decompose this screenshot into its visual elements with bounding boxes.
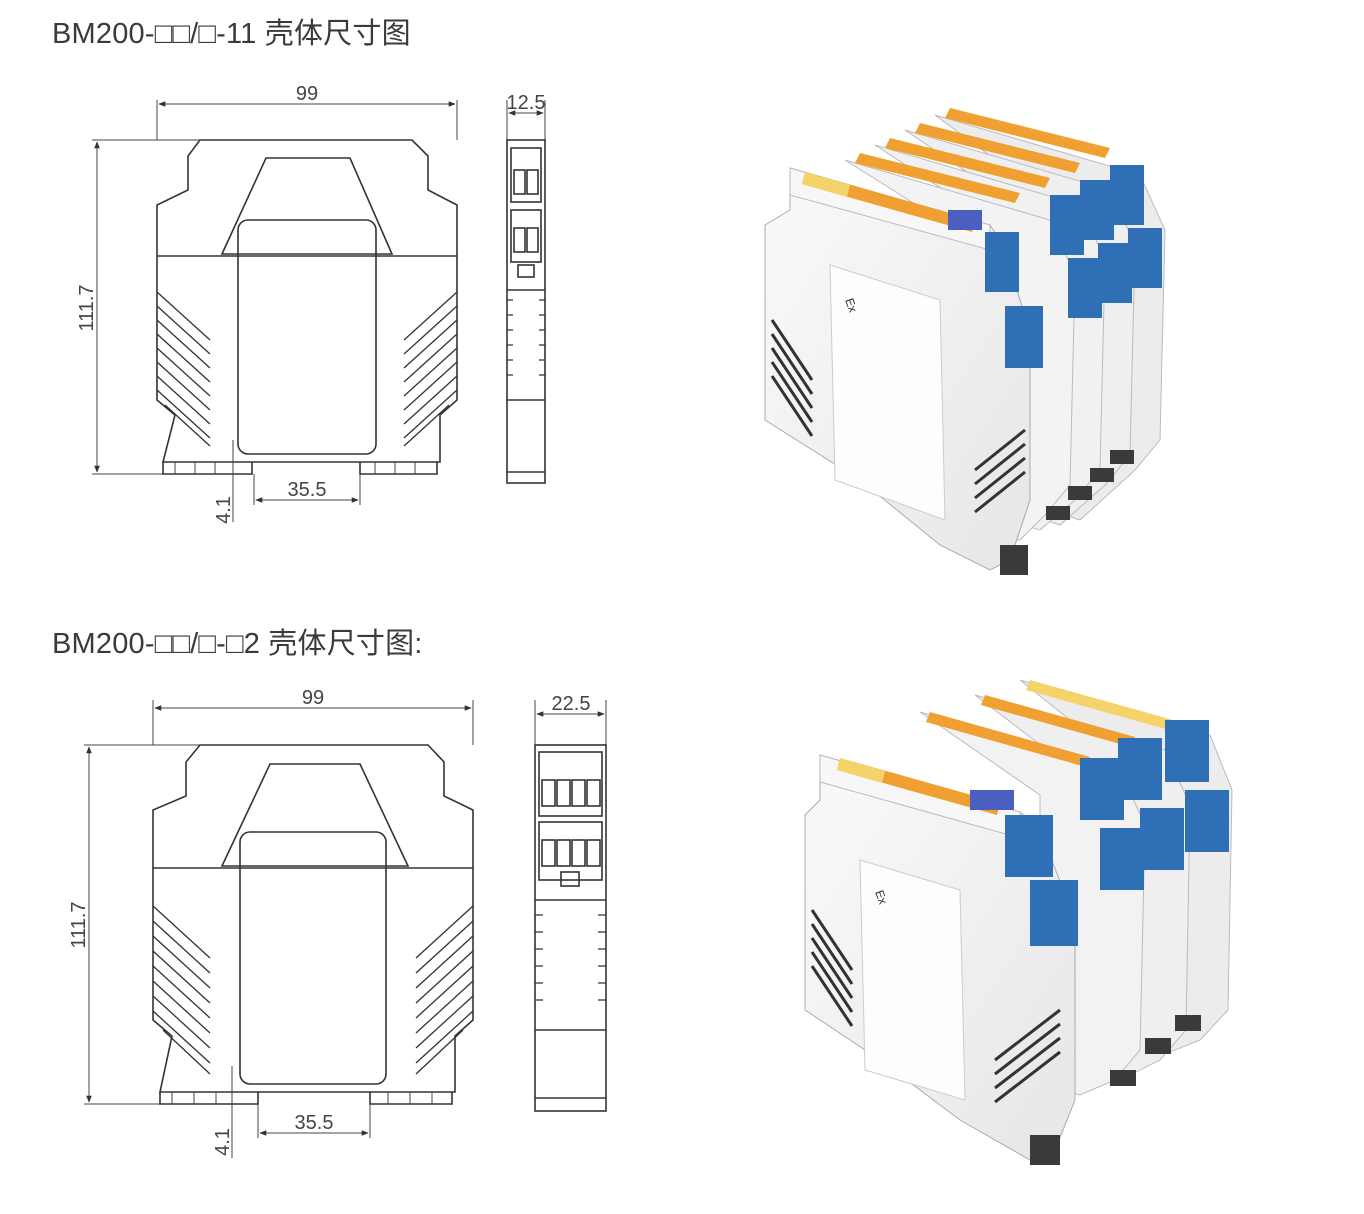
product-label-2: Ex	[872, 888, 890, 906]
dim-height-1: 111.7	[76, 284, 98, 331]
product-render-2: Ex	[804, 679, 1233, 1165]
dim-height-2: 111.7	[68, 901, 90, 948]
dim-width-2: 99	[302, 687, 324, 709]
dim-rail-2: 35.5	[295, 1112, 334, 1134]
dim-foot-1: 4.1	[213, 496, 235, 524]
section2-title: BM200-□□/□-□2 壳体尺寸图:	[52, 628, 423, 660]
module-front-1: Ex	[764, 167, 1043, 575]
dim-foot-2: 4.1	[212, 1128, 234, 1156]
dim-side-1: 12.5	[507, 92, 546, 114]
front-view-2: 99 111.7 35.5 4.1	[68, 687, 474, 1158]
module-front-2: Ex	[804, 754, 1078, 1165]
dim-width-1: 99	[296, 83, 318, 105]
dim-rail-1: 35.5	[288, 479, 327, 501]
side-view-1: 12.5	[506, 92, 546, 484]
section1-title: BM200-□□/□-11 壳体尺寸图	[52, 18, 411, 50]
product-label-1: Ex	[842, 296, 860, 314]
side-view-2: 22.5	[534, 693, 607, 1112]
front-view-1: 99 111.7 35.5 4.1	[76, 83, 458, 524]
dim-side-2: 22.5	[552, 693, 591, 715]
product-render-1: Ex	[764, 108, 1166, 575]
module-stack-back-2	[919, 679, 1233, 1096]
